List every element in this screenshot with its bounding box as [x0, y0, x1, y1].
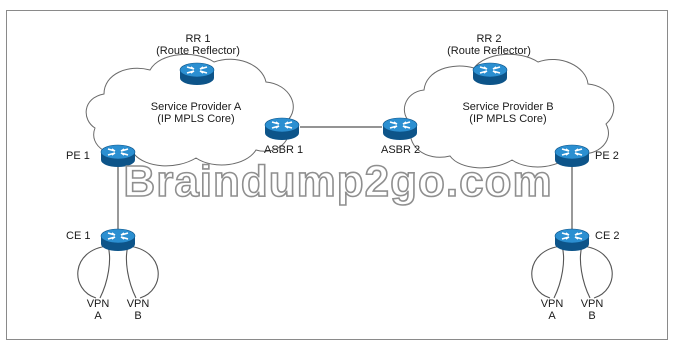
vpn-right-b-label: VPN B — [581, 298, 604, 322]
vpn-right-a-line1: VPN — [540, 298, 564, 310]
asbr2-label: ASBR 2 — [381, 144, 421, 156]
router-icon-ce2 — [554, 228, 590, 252]
service-provider-a-label: Service Provider A (IP MPLS Core) — [151, 101, 241, 125]
vpn-right-a-line2: A — [548, 310, 556, 322]
service-provider-b-label: Service Provider B (IP MPLS Core) — [462, 101, 553, 125]
ce2-label: CE 2 — [595, 230, 620, 242]
spb-label-line2: (IP MPLS Core) — [469, 113, 547, 125]
rr1-label-line2: (Route Reflector) — [156, 45, 240, 57]
vpn-right-a-loop — [531, 245, 565, 299]
spb-label-line1: Service Provider B — [462, 101, 554, 113]
vpn-left-b-line1: VPN — [126, 298, 150, 310]
vpn-left-a-line2: A — [94, 310, 102, 322]
diagram-frame — [6, 10, 668, 340]
pe1-label: PE 1 — [66, 150, 90, 162]
vpn-left-a-label: VPN A — [87, 298, 110, 322]
vpn-right-b-line1: VPN — [580, 298, 604, 310]
router-icon-asbr1 — [264, 117, 300, 141]
rr1-label: RR 1 (Route Reflector) — [156, 33, 240, 57]
vpn-right-a-label: VPN A — [541, 298, 564, 322]
rr2-label-line2: (Route Reflector) — [447, 45, 531, 57]
pe2-label: PE 2 — [595, 150, 619, 162]
spa-label-line2: (IP MPLS Core) — [157, 113, 235, 125]
spa-label-line1: Service Provider A — [150, 101, 242, 113]
router-icon-rr2 — [472, 62, 508, 86]
router-icon-asbr2 — [382, 117, 418, 141]
cloud-service-provider-a — [85, 53, 294, 167]
vpn-left-b-line2: B — [134, 310, 142, 322]
vpn-left-a-loop — [77, 245, 111, 299]
vpn-left-b-label: VPN B — [127, 298, 150, 322]
vpn-right-b-loop — [579, 245, 613, 299]
rr1-label-line1: RR 1 — [185, 33, 211, 45]
ce1-label: CE 1 — [66, 230, 91, 242]
vpn-left-b-loop — [125, 245, 159, 299]
router-icon-rr1 — [179, 62, 215, 86]
vpn-left-a-line1: VPN — [86, 298, 110, 310]
cloud-service-provider-b — [403, 53, 615, 169]
router-icon-pe2 — [554, 144, 590, 168]
vpn-right-b-line2: B — [588, 310, 596, 322]
router-icon-ce1 — [100, 228, 136, 252]
rr2-label-line1: RR 2 — [476, 33, 502, 45]
asbr1-label: ASBR 1 — [264, 144, 304, 156]
watermark-text: Braindump2go.com — [123, 157, 553, 207]
rr2-label: RR 2 (Route Reflector) — [447, 33, 531, 57]
